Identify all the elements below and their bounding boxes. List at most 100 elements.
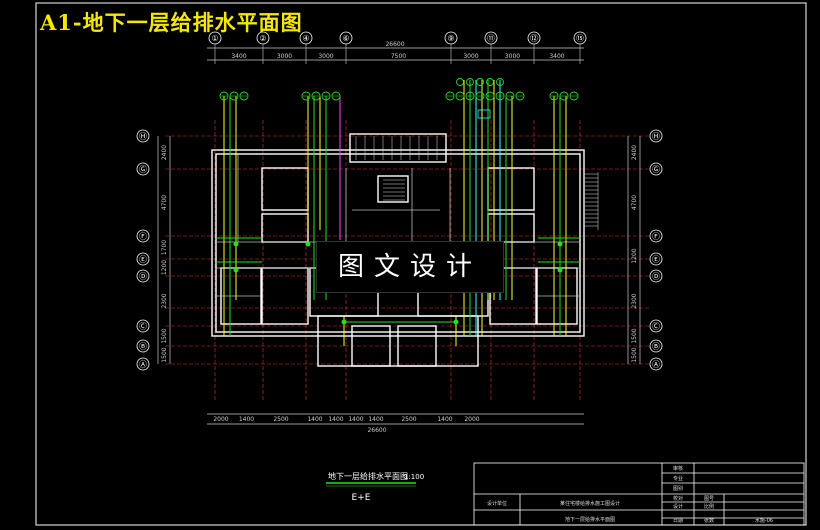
- stair-hatching: [355, 136, 438, 201]
- riser-symbol: [549, 91, 559, 101]
- axis-label: ④: [302, 34, 309, 43]
- title-block-drawing-no-label: 图号: [704, 496, 714, 502]
- axis-label: ⑪: [487, 34, 495, 43]
- axis-bubble: [649, 229, 663, 243]
- right-span-label: 1500: [631, 347, 638, 362]
- plan-caption-scale: 1:100: [404, 473, 424, 481]
- axis-bubble: [136, 129, 150, 143]
- title-block: [473, 462, 805, 526]
- bottom-total-dimension: 26600: [367, 427, 386, 434]
- left-span-label: 4700: [161, 195, 168, 210]
- bottom-span-label: 1400: [307, 416, 322, 423]
- bottom-dimensions: [207, 413, 584, 425]
- title-block-category: 图别: [673, 485, 683, 492]
- riser-symbol: [445, 91, 455, 101]
- riser-symbol: [559, 91, 569, 101]
- left-span-label: 1200: [161, 260, 168, 275]
- side-dimensions: [157, 136, 641, 364]
- riser-symbol: [515, 91, 525, 101]
- axis-label: Ⓗ: [139, 132, 147, 141]
- axis-label: Ⓔ: [652, 255, 660, 264]
- title-block-unit: 设计单位: [487, 500, 507, 507]
- axis-label: Ⓑ: [139, 342, 147, 351]
- right-span-label: 4700: [631, 195, 638, 210]
- bottom-span-label: 1400: [437, 416, 452, 423]
- axis-label: ②: [259, 34, 266, 43]
- title-block-date: 日期: [673, 518, 683, 524]
- axis-bubble: [136, 339, 150, 353]
- drawing-frame: [35, 2, 807, 526]
- riser-symbol: [476, 78, 484, 86]
- axis-label: Ⓖ: [652, 165, 660, 174]
- plan-caption-subtitle: E+E: [352, 493, 371, 503]
- axis-bubble: [649, 339, 663, 353]
- axis-bubble: [649, 162, 663, 176]
- axis-label: Ⓕ: [139, 232, 147, 241]
- riser-symbol: [219, 91, 229, 101]
- riser-symbol: [311, 91, 321, 101]
- axis-label: Ⓒ: [652, 322, 660, 331]
- bottom-span-label: 2000: [464, 416, 479, 423]
- axis-label: Ⓒ: [139, 322, 147, 331]
- riser-symbol: [466, 78, 474, 86]
- right-span-label: 1200: [631, 248, 638, 263]
- pipe-node: [453, 319, 459, 325]
- valve-box: [477, 109, 491, 119]
- top-total-dimension: 26600: [385, 41, 404, 48]
- title-block-sheets-label: 张数: [704, 517, 714, 524]
- riser-symbol: [331, 91, 341, 101]
- riser-symbol: [485, 91, 495, 101]
- axis-label: Ⓐ: [652, 360, 660, 369]
- bottom-span-label: 1400: [328, 416, 343, 423]
- right-span-label: 2300: [631, 293, 638, 308]
- riser-symbol: [465, 91, 475, 101]
- axis-label: Ⓖ: [139, 165, 147, 174]
- axis-label: ①: [211, 34, 218, 43]
- top-span-label: 3000: [505, 53, 520, 60]
- pipe-network: [216, 80, 580, 346]
- axis-label: Ⓑ: [652, 342, 660, 351]
- title-block-designer: 设计: [673, 503, 683, 510]
- riser-symbol: [239, 91, 249, 101]
- pipe-node: [557, 241, 563, 247]
- plan-caption-title: 地下一层给排水平面图: [328, 471, 408, 481]
- axis-bubble: [136, 162, 150, 176]
- bottom-span-label: 2000: [213, 416, 228, 423]
- axis-bubble: [649, 269, 663, 283]
- left-span-label: 1500: [161, 347, 168, 362]
- axis-bubble: [136, 357, 150, 371]
- pipe-node: [305, 241, 311, 247]
- left-span-label: 2400: [161, 145, 168, 160]
- axis-label: Ⓔ: [139, 255, 147, 264]
- axis-label: Ⓕ: [652, 232, 660, 241]
- riser-symbol: [301, 91, 311, 101]
- top-span-label: 3000: [318, 53, 333, 60]
- bottom-span-label: 1400: [368, 416, 383, 423]
- bottom-span-label: 2500: [273, 416, 288, 423]
- axis-bubble: [649, 252, 663, 266]
- title-block-sheet-number: 水施-06: [755, 517, 773, 524]
- axis-bubble: [649, 319, 663, 333]
- riser-symbol: [321, 91, 331, 101]
- riser-symbol: [505, 91, 515, 101]
- axis-label: Ⓐ: [139, 360, 147, 369]
- top-span-label: 3400: [231, 53, 246, 60]
- bottom-span-label: 2500: [401, 416, 416, 423]
- riser-symbol: [496, 78, 504, 86]
- sheet-title: A1-地下一层给排水平面图: [40, 10, 303, 35]
- title-block-drawing-name: 地下一层给排水平面图: [565, 516, 615, 523]
- riser-symbol: [495, 91, 505, 101]
- pipe-node: [341, 319, 347, 325]
- top-span-label: 3400: [549, 53, 564, 60]
- right-span-label: 2400: [631, 145, 638, 160]
- riser-symbol: [455, 91, 465, 101]
- top-span-label: 7500: [391, 53, 406, 60]
